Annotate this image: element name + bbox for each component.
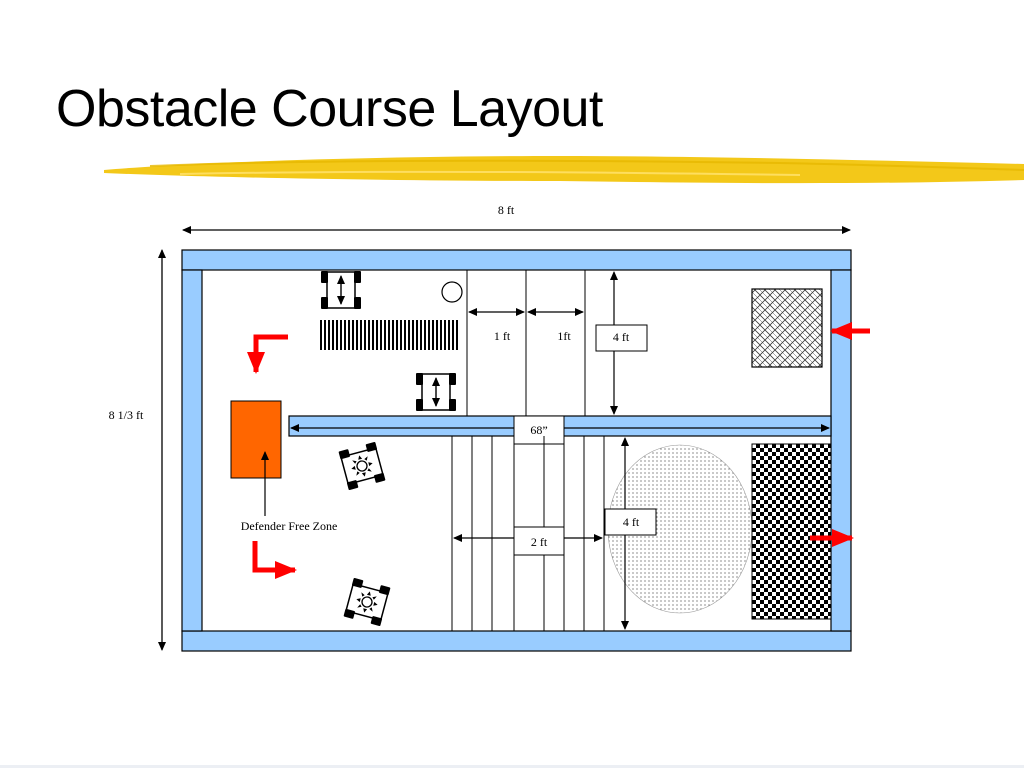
- height-label: 8 1/3 ft: [109, 408, 144, 422]
- lane-1-label: 1 ft: [494, 329, 511, 343]
- width-label: 8 ft: [498, 203, 515, 217]
- checkered-pad: [751, 443, 832, 620]
- robot-icon: [342, 577, 392, 627]
- robot-icon: [416, 373, 456, 411]
- robot-icon: [321, 271, 361, 309]
- arena-walls: [181, 249, 852, 652]
- barcode-strip: [320, 320, 458, 350]
- upper-lanes: [466, 270, 586, 436]
- ramp-label: 2 ft: [531, 535, 548, 549]
- circle-marker-icon: [441, 281, 463, 303]
- upper-right-label: 4 ft: [613, 330, 630, 344]
- page-title: Obstacle Course Layout: [56, 80, 603, 138]
- flow-arrows: [247, 322, 870, 579]
- robot-icon: [337, 441, 387, 491]
- bar-label: 68”: [530, 423, 547, 437]
- lane-2-label: 1ft: [557, 329, 571, 343]
- lower-right-label: 4 ft: [623, 515, 640, 529]
- defender-free-zone: [230, 400, 282, 479]
- title-underline: [104, 156, 1024, 184]
- lower-ramps: [451, 436, 605, 631]
- slide-footer-line: [0, 765, 1024, 768]
- defender-zone-label: Defender Free Zone: [241, 519, 338, 533]
- textured-pad: [751, 288, 823, 368]
